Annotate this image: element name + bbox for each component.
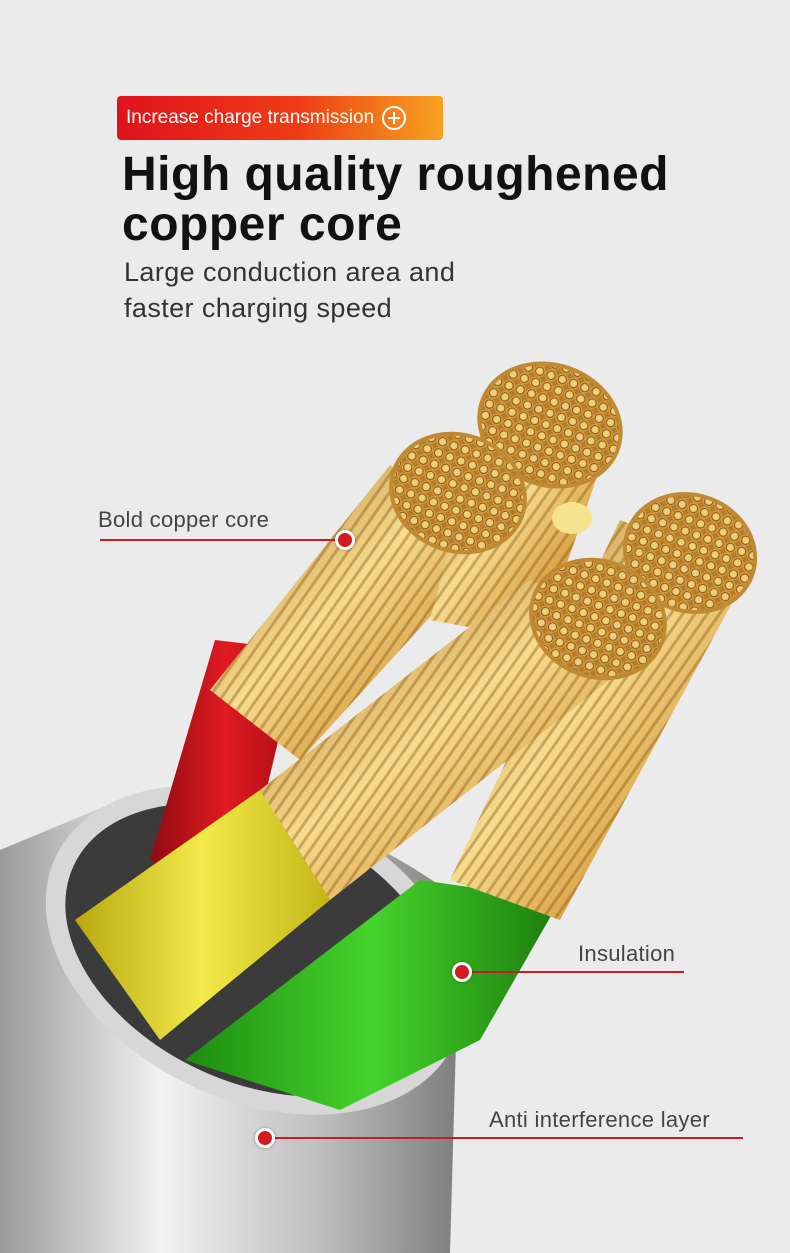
increase-charge-badge: Increase charge transmission [117, 96, 443, 140]
badge-label: Increase charge transmission [126, 107, 375, 128]
plus-circle-icon [382, 106, 407, 130]
page-title: High quality roughened copper core [122, 150, 669, 250]
subtitle-line-1: Large conduction area and [124, 257, 456, 287]
callout-insulation-label: Insulation [578, 941, 676, 966]
callout-copper-core-line [100, 539, 342, 541]
callout-shield-line [265, 1137, 743, 1139]
callout-shield-dot [255, 1128, 275, 1148]
callout-shield-label: Anti interference layer [489, 1107, 710, 1132]
callout-insulation-dot [452, 962, 472, 982]
copper-strands [210, 361, 758, 920]
callout-copper-core-dot [335, 530, 355, 550]
callout-insulation-line [462, 971, 684, 973]
callout-copper-core-label: Bold copper core [98, 507, 270, 532]
green-wire [185, 880, 560, 1110]
yellow-wire [75, 790, 330, 1040]
title-line-2: copper core [122, 198, 403, 251]
page-subtitle: Large conduction area and faster chargin… [124, 254, 455, 326]
title-line-1: High quality roughened [122, 148, 669, 201]
subtitle-line-2: faster charging speed [124, 293, 393, 323]
